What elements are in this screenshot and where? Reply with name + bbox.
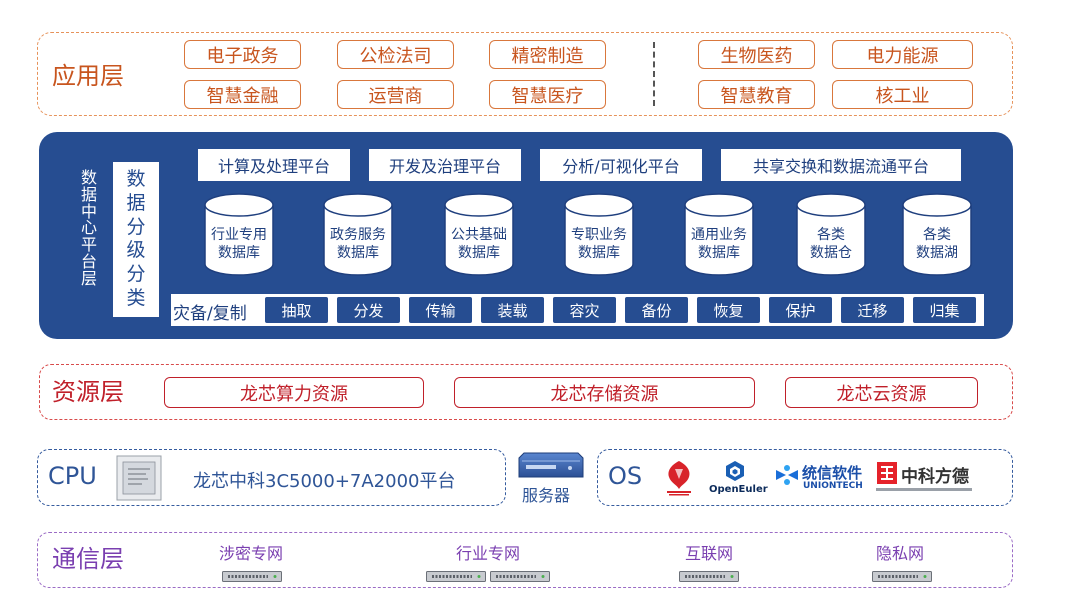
app-item-public-security-law: 公检法司 [337, 40, 454, 69]
app-item-power-energy: 电力能源 [832, 40, 973, 69]
database-general-line1: 通用业务 [691, 227, 747, 243]
data-warehouse-line1: 各类 [817, 227, 845, 243]
op-protect: 保护 [769, 297, 832, 323]
app-item-nuclear-industry: 核工业 [832, 80, 973, 109]
platform-compute-processing: 计算及处理平台 [198, 149, 350, 181]
app-item-smart-healthcare: 智慧医疗 [489, 80, 606, 109]
op-load: 装载 [481, 297, 544, 323]
op-restore: 恢复 [697, 297, 760, 323]
kylin-logo [663, 459, 695, 497]
platform-sharing-exchange: 共享交换和数据流通平台 [721, 149, 961, 181]
database-public-line1: 公共基础 [451, 227, 507, 243]
uniontech-logo [774, 464, 800, 486]
nfs-china-name: 中科方德 [901, 467, 969, 487]
platform-analytics-visualization: 分析/可视化平台 [540, 149, 702, 181]
database-industry-line1: 行业专用 [211, 227, 267, 243]
database-general-line2: 数据库 [698, 244, 740, 261]
operations-title: 灾备/复制 [173, 304, 247, 324]
database-public-line2: 数据库 [458, 244, 500, 261]
network-switch-icon [222, 567, 282, 582]
data-classification-label: 数据分级分类 [126, 168, 146, 309]
uniontech-name-en: UNIONTECH [803, 481, 863, 491]
op-distribute: 分发 [337, 297, 400, 323]
os-label: OS [608, 462, 643, 490]
app-item-smart-finance: 智慧金融 [184, 80, 301, 109]
cpu-chip-icon [116, 455, 162, 501]
cpu-platform-text: 龙芯中科3C5000+7A2000平台 [193, 471, 456, 492]
data-warehouse-line2: 数据仓 [810, 244, 852, 261]
app-item-carrier: 运营商 [337, 80, 454, 109]
network-private: 隐私网 [876, 544, 925, 563]
resource-layer [39, 364, 1013, 420]
resource-storage: 龙芯存储资源 [454, 377, 755, 408]
app-divider [653, 42, 655, 106]
cpu-section [37, 449, 506, 506]
app-item-smart-education: 智慧教育 [698, 80, 815, 109]
database-government-line1: 政务服务 [330, 227, 386, 243]
nfs-china-tagline-bar [876, 488, 972, 491]
database-dedicated-line1: 专职业务 [571, 227, 627, 243]
database-public-basic: 公共基础数据库 [444, 193, 514, 276]
network-switch-icon [426, 567, 486, 582]
database-dedicated-line2: 数据库 [578, 244, 620, 261]
application-layer [37, 32, 1013, 116]
communication-layer [37, 532, 1013, 588]
resource-cloud: 龙芯云资源 [785, 377, 978, 408]
network-switch-icon [490, 567, 550, 582]
data-lake: 各类数据湖 [902, 193, 972, 276]
server-label: 服务器 [522, 486, 571, 505]
network-internet: 互联网 [685, 544, 734, 563]
communication-layer-label: 通信层 [52, 545, 124, 573]
network-classified: 涉密专网 [219, 544, 284, 563]
network-switch-icon [872, 567, 932, 582]
op-disaster-recovery: 容灾 [553, 297, 616, 323]
data-lake-line1: 各类 [923, 227, 951, 243]
database-general-business: 通用业务数据库 [684, 193, 754, 276]
resource-layer-label: 资源层 [52, 378, 124, 406]
uniontech-name-cn: 统信软件 [802, 464, 863, 482]
op-transfer: 传输 [409, 297, 472, 323]
data-lake-line2: 数据湖 [916, 244, 958, 261]
application-layer-label: 应用层 [52, 62, 124, 90]
os-section [597, 449, 1013, 506]
op-extract: 抽取 [265, 297, 328, 323]
database-government-service: 政务服务数据库 [323, 193, 393, 276]
openeuler-logo [724, 460, 746, 482]
openeuler-name: OpenEuler [709, 484, 768, 495]
nfs-china-logo [876, 461, 898, 485]
op-aggregate: 归集 [913, 297, 976, 323]
op-migrate: 迁移 [841, 297, 904, 323]
platform-dev-governance: 开发及治理平台 [369, 149, 521, 181]
network-industry: 行业专网 [456, 544, 521, 563]
app-item-biomedicine: 生物医药 [698, 40, 815, 69]
server-icon [518, 452, 584, 478]
database-government-line2: 数据库 [337, 244, 379, 261]
app-item-e-government: 电子政务 [184, 40, 301, 69]
resource-compute: 龙芯算力资源 [164, 377, 424, 408]
database-industry: 行业专用数据库 [204, 193, 274, 276]
database-dedicated-business: 专职业务数据库 [564, 193, 634, 276]
data-classification-box: 数据分级分类 [113, 162, 159, 317]
op-backup: 备份 [625, 297, 688, 323]
cpu-label: CPU [48, 462, 97, 490]
database-industry-line2: 数据库 [218, 244, 260, 261]
data-warehouse: 各类数据仓 [796, 193, 866, 276]
datacenter-layer-label: 数据中心平台层 [80, 168, 97, 288]
network-switch-icon [679, 567, 739, 582]
app-item-precision-manufacturing: 精密制造 [489, 40, 606, 69]
